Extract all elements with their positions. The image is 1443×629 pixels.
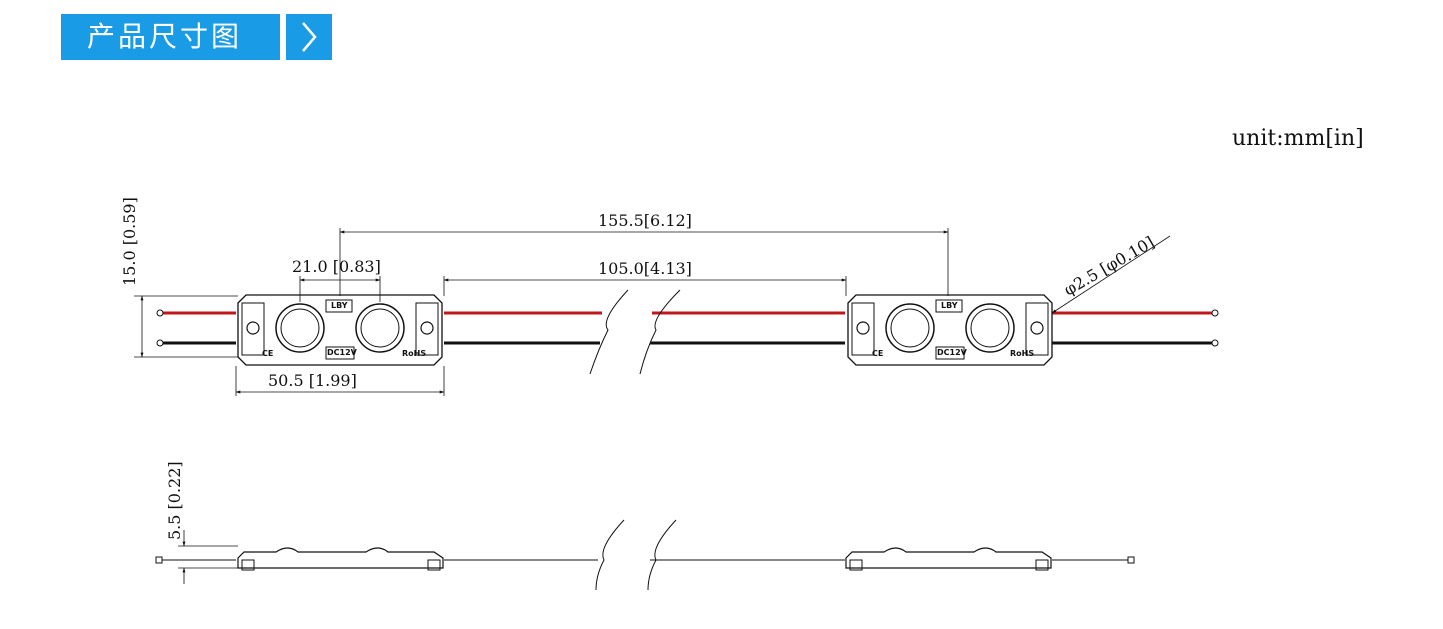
dim-pitch-label: 155.5[6.12]: [598, 211, 692, 230]
section-banner: 产品尺寸图: [61, 14, 332, 60]
unit-label: unit:mm[in]: [1232, 126, 1364, 151]
dim-length-label: 50.5 [1.99]: [268, 371, 357, 390]
module-2-lm-label: LBY: [941, 301, 958, 310]
wires-side: [155, 519, 1135, 591]
dim-pitch: 155.5[6.12]: [339, 211, 949, 296]
dim-cable: φ2.5 [φ0.10]: [1051, 232, 1171, 314]
module-1-rohs-label: RoHS: [402, 349, 426, 358]
dim-gap: 105.0[4.13]: [443, 259, 847, 296]
module-2-ce-label: CE: [872, 349, 883, 358]
wires-top: [156, 289, 1219, 375]
side-module-1: [237, 547, 444, 571]
dim-lens-pitch: 21.0 [0.83]: [292, 257, 381, 302]
dim-height: 15.0 [0.59]: [120, 197, 238, 358]
module-1-voltage-label: DC12V: [327, 348, 358, 357]
module-2-rohs-label: RoHS: [1010, 349, 1034, 358]
dim-height-label: 15.0 [0.59]: [120, 197, 139, 286]
module-2-voltage-label: DC12V: [937, 348, 968, 357]
dim-lens-pitch-label: 21.0 [0.83]: [292, 257, 381, 276]
dim-gap-label: 105.0[4.13]: [598, 259, 692, 278]
side-module-2: [845, 547, 1052, 571]
section-title: 产品尺寸图: [61, 14, 280, 60]
chevron-right-icon[interactable]: [286, 14, 332, 60]
module-1-lm-label: LBY: [331, 301, 348, 310]
module-1-ce-label: CE: [262, 349, 273, 358]
dim-thickness-label: 5.5 [0.22]: [165, 461, 184, 540]
dim-thickness: 5.5 [0.22]: [165, 461, 238, 584]
dim-length: 50.5 [1.99]: [235, 366, 445, 396]
dim-cable-label: φ2.5 [φ0.10]: [1061, 232, 1158, 299]
